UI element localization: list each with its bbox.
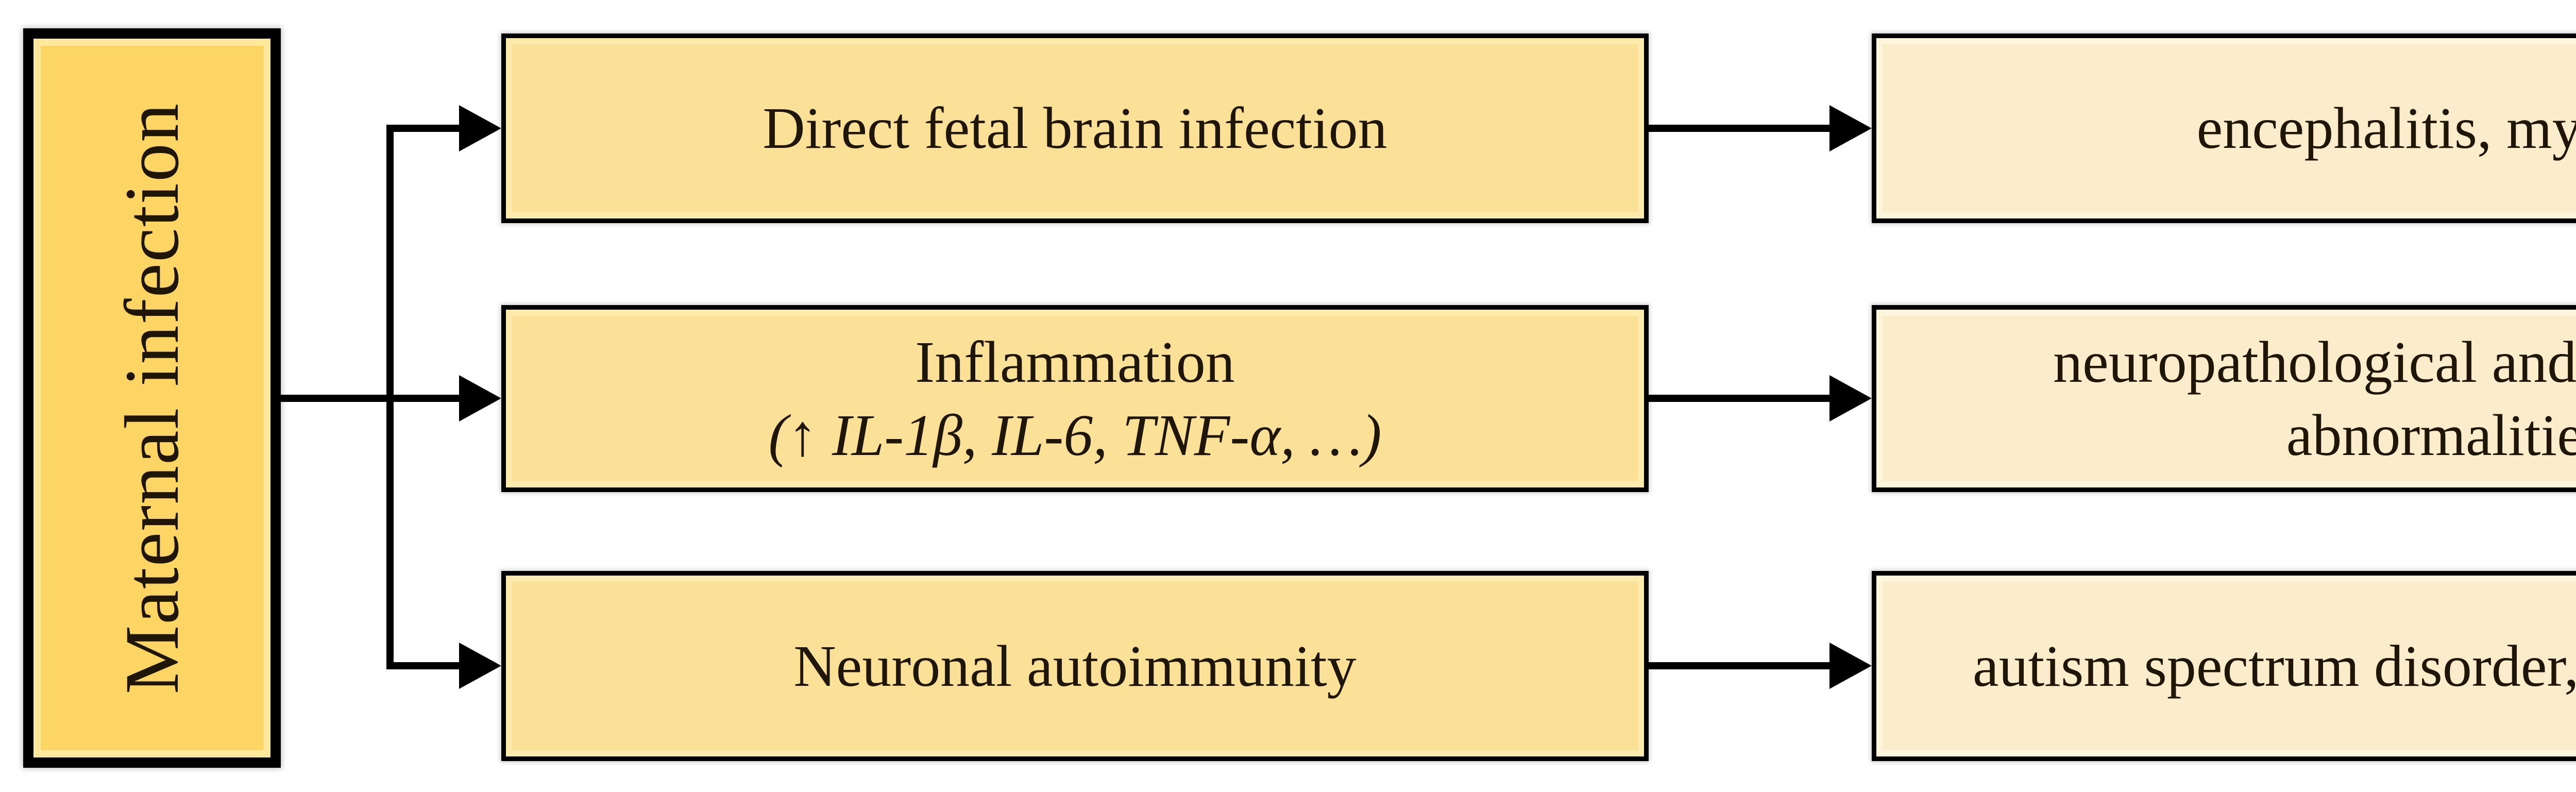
outcome-box-encephalitis: encephalitis, myelitis — [1872, 33, 2576, 223]
outcome-label-encephalitis: encephalitis, myelitis — [2196, 95, 2576, 161]
arrowhead-icon — [1829, 105, 1872, 151]
arrowhead-icon — [459, 375, 501, 422]
branch-arrow-shaft-bottom — [386, 662, 460, 669]
arrow-mechanism-to-outcome-2 — [1649, 395, 1831, 402]
mechanism-box-inflammation: Inflammation (↑ IL-1β, IL-6, TNF-α, …) — [501, 305, 1649, 492]
maternal-infection-box: Maternal infection — [23, 28, 281, 768]
arrowhead-icon — [1829, 375, 1872, 422]
arrow-mechanism-to-outcome-1 — [1649, 125, 1831, 132]
outcome-box-neuro-behavioral: neuropathological and behavioral abnorma… — [1872, 305, 2576, 492]
maternal-infection-label: Maternal infection — [109, 102, 195, 694]
inflammation-label-line2-cytokines: (↑ IL-1β, IL-6, TNF-α, …) — [768, 402, 1382, 468]
mechanism-box-direct-infection: Direct fetal brain infection — [501, 33, 1649, 223]
arrowhead-icon — [459, 105, 501, 151]
arrowhead-icon — [1829, 643, 1872, 689]
branch-arrow-shaft-top — [386, 125, 460, 132]
connector-trunk-line — [281, 395, 460, 402]
mechanism-label-inflammation: Inflammation (↑ IL-1β, IL-6, TNF-α, …) — [753, 326, 1397, 471]
branch-vertical-line — [386, 125, 394, 669]
mechanism-label-autoimmunity: Neuronal autoimmunity — [793, 633, 1357, 699]
outcome-label-asd-schizophrenia: autism spectrum disorder, schizophrenia — [1973, 633, 2576, 699]
inflammation-label-line1: Inflammation — [915, 329, 1235, 395]
mechanism-label-direct-infection: Direct fetal brain infection — [762, 95, 1387, 161]
outcome-box-asd-schizophrenia: autism spectrum disorder, schizophrenia — [1872, 571, 2576, 761]
mechanism-box-autoimmunity: Neuronal autoimmunity — [501, 571, 1649, 761]
arrow-mechanism-to-outcome-3 — [1649, 662, 1831, 669]
outcome-label-neuro-behavioral: neuropathological and behavioral abnorma… — [2053, 329, 2576, 468]
arrowhead-icon — [459, 643, 501, 689]
